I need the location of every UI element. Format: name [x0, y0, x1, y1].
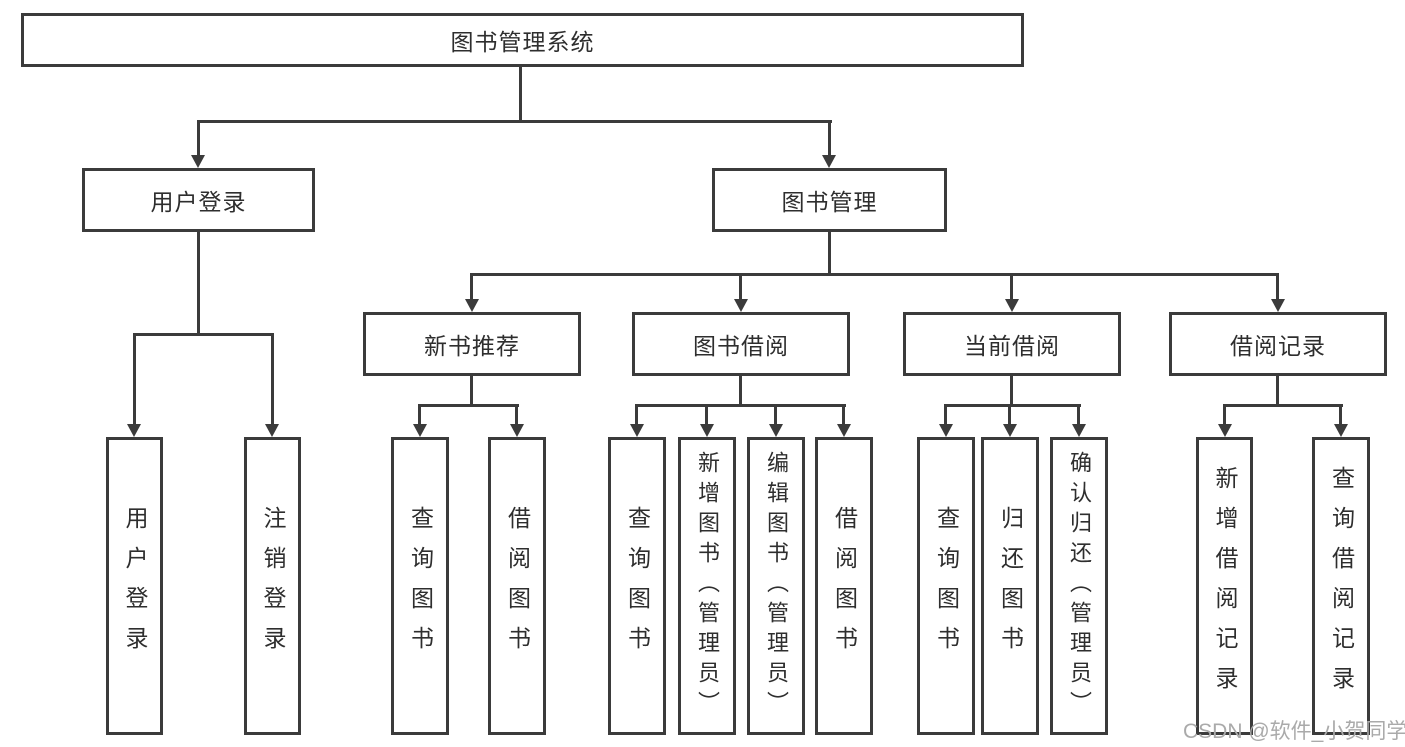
arrowhead-down: [1218, 424, 1232, 437]
node-current-borrowing: 当前借阅: [903, 312, 1121, 376]
arrowhead-down: [822, 155, 836, 168]
leaf-query-borrow-record: 查询借阅记录: [1312, 437, 1370, 735]
connector-vline: [1010, 376, 1013, 407]
leaf-borrow-books: 借阅图书: [815, 437, 873, 735]
arrowhead-down: [413, 424, 427, 437]
connector-vline: [271, 333, 274, 427]
node-label: 新书推荐: [424, 333, 520, 359]
leaf-add-books-admin: 新增图书（管理员）: [678, 437, 736, 735]
leaf-label: 注销登录: [260, 506, 286, 666]
leaf-add-borrow-record: 新增借阅记录: [1196, 437, 1253, 735]
arrowhead-down: [734, 299, 748, 312]
leaf-label: 归还图书: [997, 506, 1024, 666]
arrowhead-down: [265, 424, 279, 437]
connector-vline: [1223, 404, 1226, 427]
connector-vline: [197, 232, 200, 336]
leaf-label: 查询图书: [407, 506, 434, 666]
connector-vline: [1276, 376, 1279, 407]
connector-vline: [828, 120, 831, 158]
leaf-confirm-return-admin: 确认归还（管理员）: [1050, 437, 1108, 735]
connector-vline: [1008, 404, 1011, 427]
connector-vline: [774, 404, 777, 427]
connector-vline: [739, 273, 742, 303]
node-label: 用户登录: [150, 189, 247, 215]
connector-vline: [739, 376, 742, 407]
leaf-label: 编辑图书（管理员）: [764, 451, 789, 721]
connector-hline: [197, 120, 832, 123]
node-label: 图书借阅: [693, 333, 789, 359]
leaf-borrow-books-recommend: 借阅图书: [488, 437, 546, 735]
arrowhead-down: [837, 424, 851, 437]
node-borrowing-records: 借阅记录: [1169, 312, 1387, 376]
connector-vline: [470, 376, 473, 407]
connector-vline: [1339, 404, 1342, 427]
arrowhead-down: [191, 155, 205, 168]
leaf-label: 查询借阅记录: [1328, 466, 1355, 706]
leaf-label: 用户登录: [122, 506, 148, 666]
node-label: 图书管理系统: [450, 29, 595, 55]
node-label: 借阅记录: [1230, 333, 1326, 359]
leaf-label: 借阅图书: [831, 506, 858, 666]
connector-hline: [945, 404, 1081, 407]
arrowhead-down: [127, 424, 141, 437]
connector-vline: [635, 404, 638, 427]
leaf-user-login: 用户登录: [106, 437, 163, 735]
node-label: 图书管理: [781, 189, 878, 215]
connector-vline: [519, 66, 522, 123]
arrowhead-down: [1334, 424, 1348, 437]
arrowhead-down: [1003, 424, 1017, 437]
node-label: 当前借阅: [964, 333, 1060, 359]
connector-hline: [133, 333, 274, 336]
arrowhead-down: [1072, 424, 1086, 437]
leaf-return-books: 归还图书: [981, 437, 1039, 735]
arrowhead-down: [630, 424, 644, 437]
connector-vline: [515, 404, 518, 427]
csdn-watermark: CSDN @软件_小贺同学: [1183, 720, 1405, 743]
connector-vline: [1010, 273, 1013, 303]
connector-vline: [944, 404, 947, 427]
connector-vline: [705, 404, 708, 427]
connector-vline: [842, 404, 845, 427]
node-user-login: 用户登录: [82, 168, 315, 232]
leaf-edit-books-admin: 编辑图书（管理员）: [747, 437, 805, 735]
connector-vline: [828, 232, 831, 276]
arrowhead-down: [1005, 299, 1019, 312]
leaf-query-books-borrowing: 查询图书: [608, 437, 666, 735]
leaf-query-books-recommend: 查询图书: [391, 437, 449, 735]
leaf-label: 新增借阅记录: [1212, 466, 1238, 706]
connector-hline: [636, 404, 846, 407]
leaf-label: 新增图书（管理员）: [695, 451, 720, 721]
leaf-label: 查询图书: [624, 506, 651, 666]
leaf-logout: 注销登录: [244, 437, 301, 735]
arrowhead-down: [510, 424, 524, 437]
connector-vline: [1276, 273, 1279, 303]
connector-vline: [1077, 404, 1080, 427]
connector-hline: [419, 404, 519, 407]
arrowhead-down: [700, 424, 714, 437]
arrowhead-down: [1271, 299, 1285, 312]
leaf-label: 查询图书: [933, 506, 960, 666]
connector-vline: [133, 333, 136, 427]
connector-hline: [1224, 404, 1343, 407]
node-library-management-system: 图书管理系统: [21, 13, 1024, 67]
connector-hline: [471, 273, 1279, 276]
arrowhead-down: [465, 299, 479, 312]
connector-vline: [470, 273, 473, 303]
arrowhead-down: [769, 424, 783, 437]
node-book-borrowing: 图书借阅: [632, 312, 850, 376]
connector-vline: [197, 120, 200, 158]
leaf-label: 借阅图书: [504, 506, 531, 666]
node-new-book-recommendation: 新书推荐: [363, 312, 581, 376]
node-book-management: 图书管理: [712, 168, 947, 232]
connector-vline: [418, 404, 421, 427]
leaf-label: 确认归还（管理员）: [1067, 451, 1092, 721]
leaf-query-books-current: 查询图书: [917, 437, 975, 735]
arrowhead-down: [939, 424, 953, 437]
